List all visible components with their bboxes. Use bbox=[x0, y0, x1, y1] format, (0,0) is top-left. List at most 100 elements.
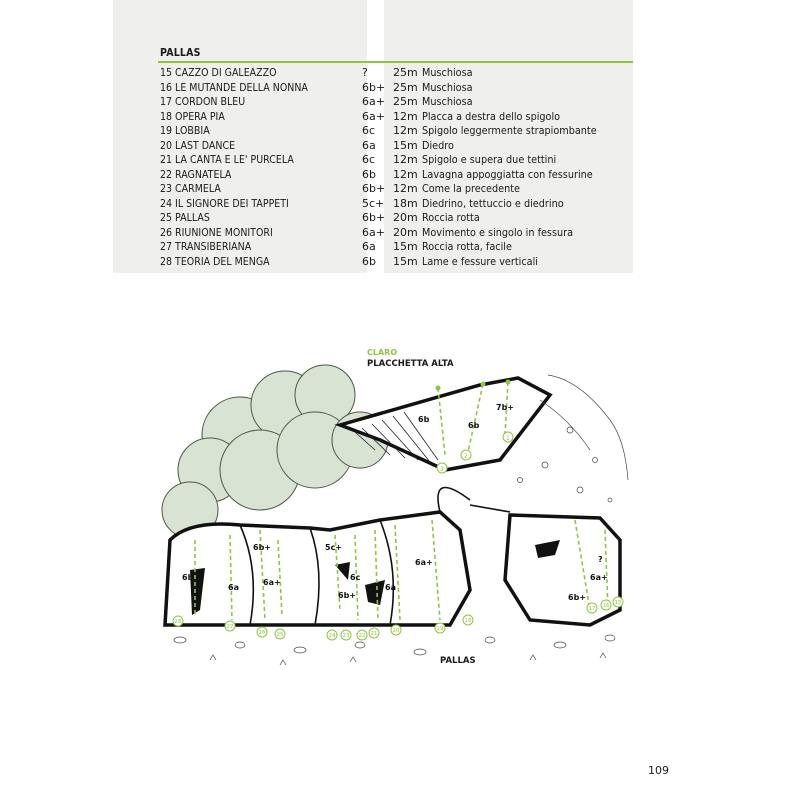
route-name: 16 LE MUTANDE DELLA NONNA bbox=[160, 80, 308, 94]
route-length: 12m bbox=[393, 182, 418, 195]
route-grade: ? bbox=[362, 66, 368, 79]
lower-grade-label: 6a+ bbox=[415, 558, 433, 567]
lower-grade-label: 6b+ bbox=[338, 591, 356, 600]
lower-grade-label: 6b+ bbox=[253, 543, 271, 552]
route-grade: 6a+ bbox=[362, 95, 385, 108]
route-grade: 6c bbox=[362, 124, 376, 137]
lower-grade-label: ? bbox=[598, 555, 603, 564]
route-length: 20m bbox=[393, 211, 418, 224]
route-number-circle bbox=[172, 615, 184, 627]
lower-grade-label: 5c+ bbox=[325, 543, 342, 552]
route-number-tag: 20 bbox=[393, 628, 400, 634]
route-grade: 6b bbox=[362, 167, 376, 181]
route-length: 25m bbox=[393, 66, 418, 79]
upper-grade-label: 7b+ bbox=[496, 403, 514, 412]
route-number-circle bbox=[612, 596, 624, 608]
route-length: 12m bbox=[393, 167, 418, 181]
slope-texture bbox=[517, 374, 629, 503]
route-description: Come la precedente bbox=[422, 182, 520, 195]
route-name: 23 CARMELA bbox=[160, 182, 221, 195]
route-grade: 6c bbox=[362, 153, 376, 166]
route-grade: 6b bbox=[362, 254, 376, 268]
lower-grade-label: 6a bbox=[228, 583, 239, 592]
route-row: 23 CARMELA 6b+ 12m Come la precedente bbox=[160, 182, 630, 197]
route-number-circle bbox=[340, 629, 352, 641]
route-number-circle bbox=[586, 602, 598, 614]
claro-label: CLARO bbox=[367, 348, 398, 357]
page-number: 109 bbox=[648, 764, 669, 777]
route-description: Muschiosa bbox=[422, 80, 473, 94]
title-rule bbox=[158, 61, 633, 63]
route-number-tag: 17 bbox=[589, 606, 596, 612]
route-description: Lame e fessure verticali bbox=[422, 254, 538, 268]
route-length: 18m bbox=[393, 196, 418, 210]
route-length: 25m bbox=[393, 95, 418, 108]
route-description: Muschiosa bbox=[422, 95, 473, 108]
lower-grade-label: 6c bbox=[350, 573, 361, 582]
route-length: 15m bbox=[393, 254, 418, 268]
upper-grade-label: 6b bbox=[468, 421, 480, 430]
route-length: 20m bbox=[393, 225, 418, 239]
route-number-circle bbox=[390, 624, 402, 636]
section-title: PALLAS bbox=[160, 46, 201, 59]
route-length: 12m bbox=[393, 153, 418, 166]
route-grade: 6a bbox=[362, 138, 376, 152]
route-number-circle bbox=[462, 614, 474, 626]
route-number-circle bbox=[326, 629, 338, 641]
tree-foliage bbox=[161, 364, 389, 539]
panel-divider bbox=[367, 0, 384, 273]
lower-route-lines bbox=[194, 519, 609, 621]
route-description: Diedro bbox=[422, 138, 454, 152]
route-name: 20 LAST DANCE bbox=[160, 138, 236, 152]
route-number-tag: 2 bbox=[464, 453, 468, 460]
route-number-tag: 19 bbox=[437, 626, 444, 632]
route-number-tag: 25 bbox=[277, 632, 284, 638]
route-description: Lavagna appoggiatta con fessurine bbox=[422, 167, 593, 181]
route-number-circle bbox=[434, 622, 446, 634]
placchetta-label: PLACCHETTA ALTA bbox=[367, 359, 454, 369]
route-name: 18 OPERA PIA bbox=[160, 109, 225, 123]
route-name: 26 RIUNIONE MONITORI bbox=[160, 225, 273, 239]
route-grade: 6b+ bbox=[362, 182, 386, 195]
rock-shadows bbox=[190, 540, 560, 615]
route-name: 17 CORDON BLEU bbox=[160, 95, 246, 108]
route-number-circle bbox=[224, 620, 236, 632]
route-number-tag: 16 bbox=[603, 603, 610, 609]
route-name: 27 TRANSIBERIANA bbox=[160, 240, 252, 253]
route-number-circle bbox=[356, 629, 368, 641]
upper-grade-label: 6b bbox=[418, 415, 430, 424]
rock-outlines bbox=[239, 486, 511, 626]
route-number-tag: 28 bbox=[175, 619, 182, 625]
route-number-tag: 27 bbox=[227, 624, 234, 630]
pallas-label: PALLAS bbox=[440, 656, 476, 666]
route-grade: 6b+ bbox=[362, 211, 386, 224]
route-length: 25m bbox=[393, 80, 418, 94]
ground-texture bbox=[173, 634, 616, 666]
route-name: 22 RAGNATELA bbox=[160, 167, 232, 181]
route-length: 15m bbox=[393, 138, 418, 152]
route-description: Roccia rotta bbox=[422, 211, 480, 224]
route-number-tag: 22 bbox=[359, 633, 366, 639]
upper-boulder: 6b 6b 7b+ 1 2 3 bbox=[334, 376, 553, 474]
route-name: 19 LOBBIA bbox=[160, 124, 210, 137]
route-row: 22 RAGNATELA 6b 12m Lavagna appoggiatta con… bbox=[160, 168, 630, 183]
route-name: 21 LA CANTA E LE' PURCELA bbox=[160, 153, 294, 166]
route-grade: 5c+ bbox=[362, 196, 385, 210]
route-number-circle bbox=[274, 628, 286, 640]
route-name: 25 PALLAS bbox=[160, 211, 210, 224]
route-row: 25 PALLAS 6b+ 20m Roccia rotta bbox=[160, 211, 630, 226]
route-description: Roccia rotta, facile bbox=[422, 240, 512, 253]
route-grade: 6b+ bbox=[362, 80, 386, 94]
route-description: Placca a destra dello spigolo bbox=[422, 109, 561, 123]
route-description: Diedrino, tettuccio e diedrino bbox=[422, 196, 564, 210]
